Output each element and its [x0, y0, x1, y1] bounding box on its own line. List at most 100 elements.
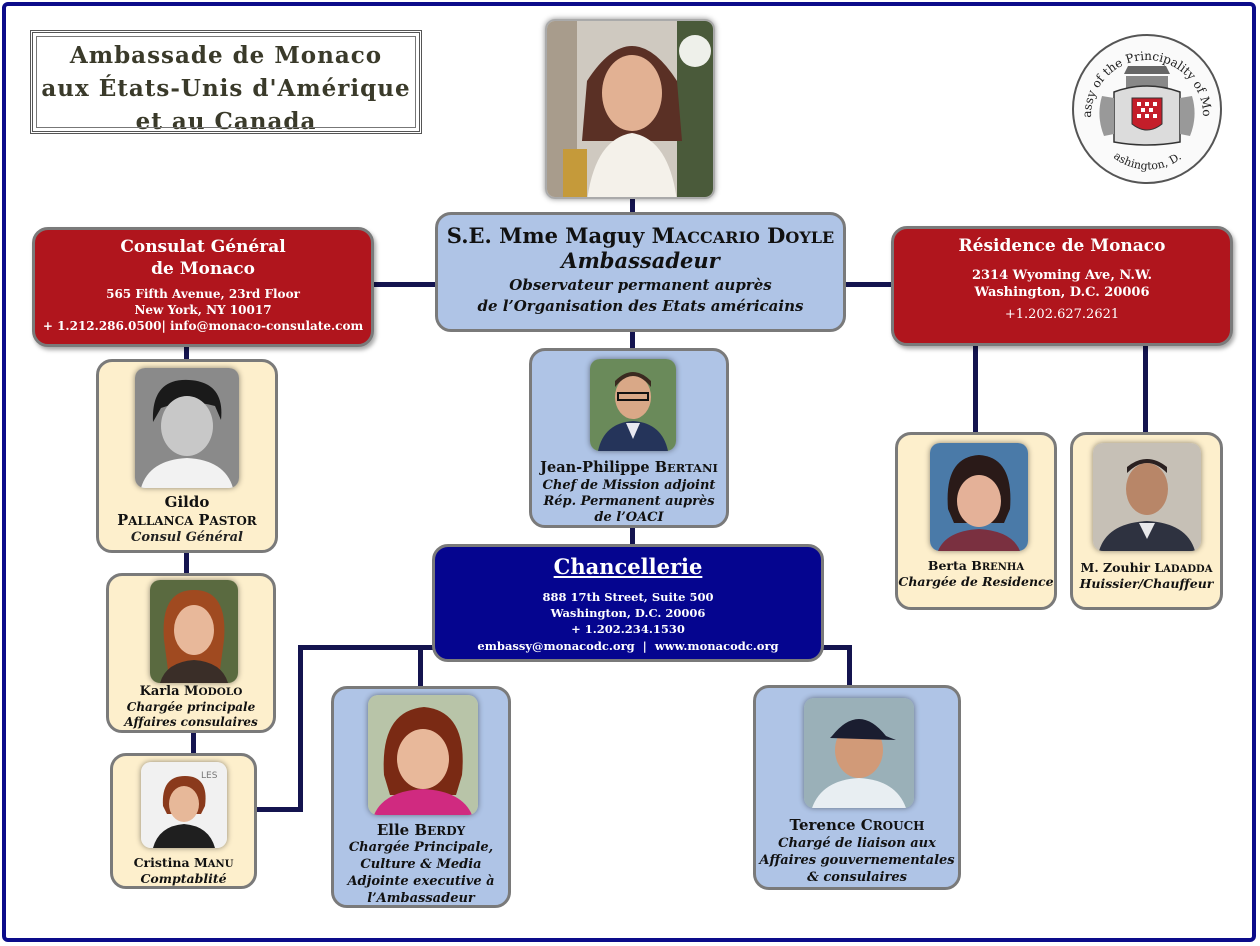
connector-residence	[845, 282, 893, 287]
consulate-title-1: Consulat Général	[120, 237, 286, 257]
berta-name-last: RENHA	[981, 562, 1025, 573]
chancellerie-box: Chancellerie 888 17th Street, Suite 500 …	[432, 544, 824, 662]
cristina-name-last: ANU	[207, 859, 234, 870]
elle-role-1: Chargée Principale,	[348, 840, 494, 855]
connector-amb-bertani	[630, 330, 635, 350]
consulate-title-2: de Monaco	[151, 259, 255, 279]
connector-res-berta	[973, 345, 978, 433]
zouhir-name: M. Zouhir LADADDA	[1073, 560, 1220, 575]
zouhir-name-first: M. Zouhir L	[1080, 560, 1164, 575]
consulate-box: Consulat Général de Monaco 565 Fifth Ave…	[32, 227, 374, 347]
terence-role-2: Affaires gouvernementales	[759, 853, 955, 868]
bertani-name-last: ERTANI	[666, 461, 718, 475]
ambassador-name-caps: ACCARIO	[674, 228, 760, 247]
consulate-addr-1: 565 Fifth Avenue, 23rd Floor	[106, 287, 300, 301]
consulate-contact: + 1.212.286.0500| info@monaco-consulate.…	[42, 319, 364, 333]
connector-chanc-elle	[418, 648, 423, 688]
karla-role-2: Affaires consulaires	[124, 715, 258, 729]
gildo-first: Gildo	[164, 493, 210, 511]
ambassador-name-oyle: OYLE	[785, 228, 835, 247]
terence-name-first: Terence C	[789, 816, 873, 834]
gildo-last-p: P	[117, 512, 129, 529]
karla-name-first: Karla M	[139, 684, 199, 699]
connector-consulate	[372, 282, 438, 287]
ambassador-desc-1: Observateur permanent auprès	[509, 276, 772, 294]
terence-role-3: & consulaires	[807, 870, 907, 885]
connector-chanc-cristina-h	[298, 645, 435, 650]
ambassador-name-prefix: S.E. Mme Maguy M	[446, 223, 675, 248]
residence-phone: +1.202.627.2621	[1004, 307, 1120, 322]
cristina-name-first: Cristina M	[133, 855, 208, 870]
residence-box: Résidence de Monaco 2314 Wyoming Ave, N.…	[891, 226, 1233, 346]
elle-name-first: Elle B	[376, 821, 428, 839]
gildo-last-p2: P	[198, 512, 210, 529]
elle-name-last: ERDY	[427, 824, 466, 838]
ambassador-photo	[545, 19, 715, 199]
karla-name-last: ODOLO	[198, 686, 243, 698]
berta-name-first: Berta B	[927, 558, 982, 573]
embassy-title-line-3: et au Canada	[135, 108, 317, 135]
karla-role-1: Chargée principale	[126, 700, 256, 714]
berta-card: Berta BRENHA Chargée de Residence	[895, 432, 1057, 610]
connector-amb-photo	[630, 198, 635, 214]
ambassador-role: Ambassadeur	[561, 248, 720, 273]
connector-consulate-gildo	[184, 346, 189, 360]
terence-role-1: Chargé de liaison aux	[778, 836, 936, 851]
elle-role-3: Adjointe executive à	[347, 874, 495, 889]
connector-chanc-cristina-v	[298, 645, 303, 812]
ambassador-desc-2: de l’Organisation des Etats américains	[477, 297, 804, 315]
chancellerie-title: Chancellerie	[553, 554, 703, 579]
berta-name: Berta BRENHA	[898, 558, 1054, 573]
terence-name: Terence CROUCH	[756, 816, 958, 834]
bertani-name-first: Jean-Philippe B	[540, 459, 667, 476]
cristina-card: LES Cristina MANU Comptablité	[110, 753, 257, 889]
gildo-last: PALLANCA PASTOR	[99, 512, 275, 529]
zouhir-card: M. Zouhir LADADDA Huissier/Chauffeur	[1070, 432, 1223, 610]
connector-gildo-karla	[184, 552, 189, 574]
gildo-last-astor: ASTOR	[209, 514, 257, 528]
embassy-title-line-1: Ambassade de Monaco	[69, 42, 383, 69]
residence-addr-1: 2314 Wyoming Ave, N.W.	[971, 268, 1153, 283]
gildo-last-allanca: ALLANCA	[128, 514, 194, 528]
elle-photo	[368, 695, 478, 815]
zouhir-photo	[1093, 443, 1201, 551]
elle-role-4: l’Ambassadeur	[367, 891, 475, 906]
embassy-title-box: Ambassade de Monaco aux États-Unis d'Amé…	[30, 30, 422, 135]
cristina-name: Cristina MANU	[113, 855, 254, 870]
gildo-card: Gildo PALLANCA PASTOR Consul Général	[96, 359, 278, 553]
bertani-role-3: de l’OACI	[594, 510, 664, 525]
zouhir-role: Huissier/Chauffeur	[1079, 576, 1214, 591]
elle-card: Elle BERDY Chargée Principale, Culture &…	[331, 686, 511, 908]
connector-chanc-terence-h	[822, 645, 852, 650]
berta-photo	[930, 443, 1028, 551]
chancellerie-addr-1: 888 17th Street, Suite 500	[542, 590, 714, 604]
residence-addr-2: Washington, D.C. 20006	[974, 285, 1150, 300]
chancellerie-phone: + 1.202.234.1530	[571, 622, 685, 636]
karla-card: Karla MODOLO Chargée principale Affaires…	[106, 573, 276, 733]
bertani-role-2: Rép. Permanent auprès	[543, 494, 715, 509]
karla-name: Karla MODOLO	[109, 684, 273, 699]
cristina-role: Comptablité	[140, 871, 227, 886]
consulate-addr-2: New York, NY 10017	[134, 303, 272, 317]
connector-bertani-chancellerie	[630, 526, 635, 546]
gildo-role: Consul Général	[130, 530, 243, 545]
elle-role-2: Culture & Media	[360, 857, 482, 872]
gildo-photo	[135, 368, 239, 488]
ambassador-box: S.E. Mme Maguy MACCARIO DOYLE Ambassadeu…	[435, 212, 846, 332]
connector-karla-cristina	[191, 732, 196, 754]
karla-photo	[150, 580, 238, 683]
embassy-seal-logo: Embassy of the Principality of Monaco Wa…	[1068, 25, 1222, 184]
zouhir-name-last: ADADDA	[1163, 564, 1213, 575]
bertani-role-1: Chef de Mission adjoint	[542, 478, 716, 493]
bertani-name: Jean-Philippe BERTANI	[532, 459, 726, 476]
connector-chanc-terence-v	[847, 645, 852, 687]
elle-name: Elle BERDY	[334, 821, 508, 839]
bertani-card: Jean-Philippe BERTANI Chef de Mission ad…	[529, 348, 729, 528]
embassy-title-line-2: aux États-Unis d'Amérique	[41, 75, 411, 102]
terence-card: Terence CROUCH Chargé de liaison aux Aff…	[753, 685, 961, 890]
terence-name-last: ROUCH	[872, 819, 925, 833]
residence-title: Résidence de Monaco	[958, 236, 1166, 256]
chancellerie-contact: embassy@monacodc.org | www.monacodc.org	[477, 639, 779, 653]
cristina-photo: LES	[141, 762, 227, 848]
